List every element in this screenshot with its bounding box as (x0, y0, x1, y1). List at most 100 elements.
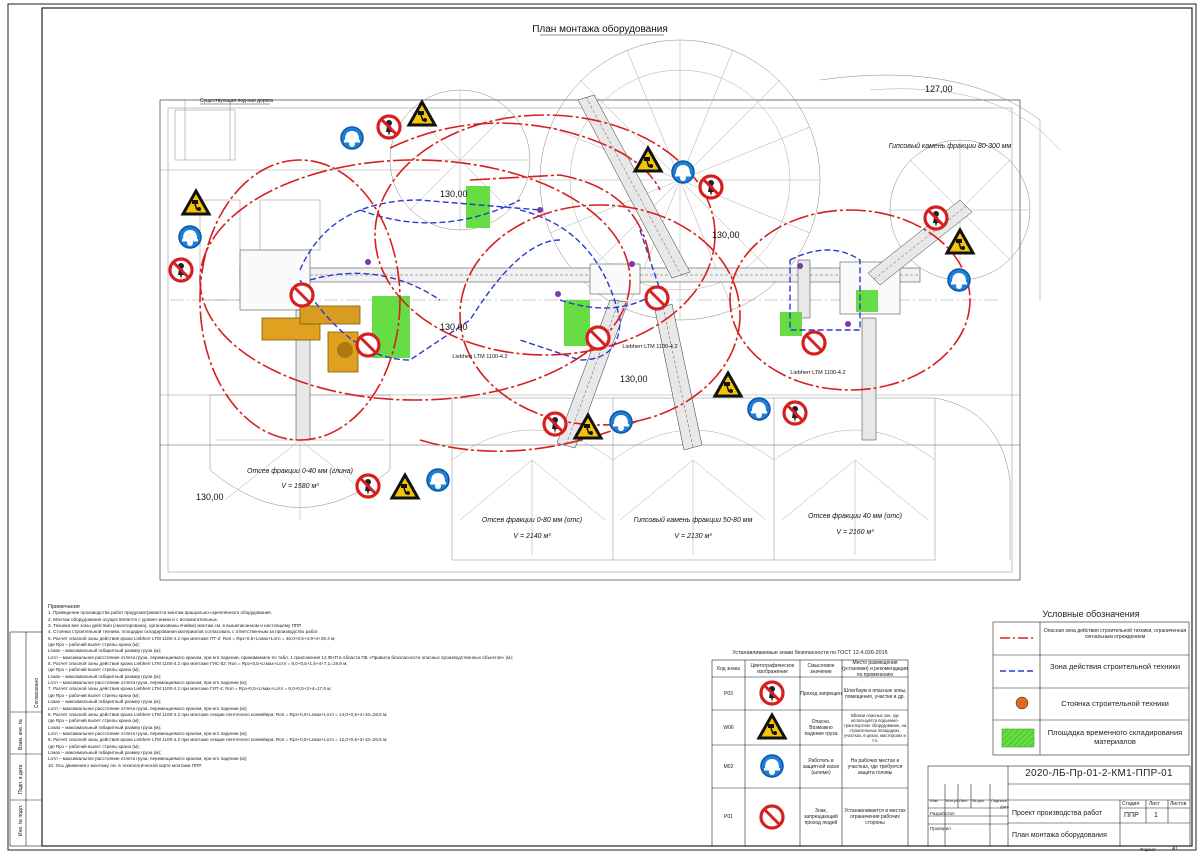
helmet-sign-icon (426, 468, 450, 492)
site-plan (159, 39, 1061, 581)
zone-volume: V = 2140 м³ (513, 533, 551, 540)
crane-label: Liebherr LTM 1100-4.2 (452, 354, 507, 360)
legend-box (992, 621, 1190, 756)
no-pedestrian-sign-icon (355, 473, 381, 499)
helmet-sign-icon (178, 225, 202, 249)
no-entry-sign-icon (585, 325, 611, 351)
sign-meaning: Проход запрещен (800, 690, 842, 697)
notes-block: Примечания 1. Приведение производства ра… (48, 604, 688, 769)
no-pedestrian-sign-icon (542, 411, 568, 437)
note-line: 10. Ось движения к монтажу см. в техноло… (48, 762, 202, 768)
note-line: где Rрз – рабочий вылет стрелы крана (м)… (48, 743, 140, 749)
note-line: Lгмах – максимальный габаритный размер г… (48, 699, 162, 705)
note-line: 9. Расчет опасной зоны действия крана Li… (48, 737, 388, 743)
warning-sign-icon (181, 189, 211, 216)
note-line: 5. Расчет опасной зоны действия крана Li… (48, 635, 336, 641)
signs-header: Цветографическое изображение (750, 662, 795, 675)
silo-upper-left (389, 89, 531, 231)
signs-header: Код знака (717, 665, 740, 672)
storage-symbol (1001, 728, 1035, 748)
legend-item-label: Зона действия строительной техники (1049, 662, 1181, 671)
helmet-sign-icon (747, 397, 771, 421)
helmet-sign-icon (947, 268, 971, 292)
note-line: 1. Приведение производства работ предусм… (48, 610, 272, 616)
title-block (927, 765, 1191, 847)
sign-meaning: Знак, запрещающий проход людей (804, 808, 838, 826)
zone-volume: V = 1580 м³ (281, 483, 319, 490)
note-line: где Rрз – рабочий вылет стрелы крана (м)… (48, 692, 140, 698)
sign-code: M02 (723, 763, 734, 770)
note-line: Lотл – максимальное расстояние отлета гр… (48, 680, 248, 686)
format-value: А1 (1172, 846, 1179, 852)
note-line: 6. Расчет опасной зоны действия крана Li… (48, 661, 348, 667)
note-line: Lгмах – максимальный габаритный размер г… (48, 749, 162, 755)
zone-volume: V = 2160 м³ (836, 529, 874, 536)
tb-col: Лист (959, 798, 968, 803)
helmet-sign-icon (671, 160, 695, 184)
helmet-sign-icon (340, 126, 364, 150)
elevation-mark: 127,00 (925, 84, 953, 94)
tb-col: Кол.уч (946, 798, 958, 803)
legend-symbols (1000, 637, 1035, 748)
note-line: 7. Расчет опасной зоны действия крана Li… (48, 686, 332, 692)
legend-item-label: Площадка временного складирования матери… (1047, 728, 1183, 746)
note-line: Lотл – максимальное расстояние отлета гр… (48, 654, 514, 660)
project-name: Проект производства работ (1012, 810, 1103, 817)
stamp-label: Согласовано (34, 678, 40, 708)
zone-label: Гипсовый камень фракции 50-80 мм (634, 516, 753, 524)
note-line: Lотл – максимальное расстояние отлета гр… (48, 756, 248, 762)
zone-label: Отсев фракции 0-80 мм (отс) (482, 517, 582, 524)
note-line: Lгмах – максимальный габаритный размер г… (48, 648, 162, 654)
zone-label: Гипсовый камень фракции 80-300 мм (889, 142, 1012, 150)
stage-value: ППР (1124, 812, 1139, 819)
crane-label: Liebherr LTM 1100-4.2 (790, 370, 845, 376)
no-entry-sign-icon (644, 285, 670, 311)
zone-volume: V = 2130 м³ (674, 533, 712, 540)
stamp-label: Инв. № подл. (18, 805, 24, 836)
warning-sign-icon (407, 100, 437, 127)
sign-place: Устанавливается в местах ограничения раб… (844, 808, 906, 826)
elevation-mark: 130,00 (196, 492, 224, 502)
sign-meaning: Работать в защитной каске (шлеме) (802, 757, 840, 776)
legend-item-label: Стоянка строительной техники (1061, 699, 1169, 708)
plan-title: План монтажа оборудования (532, 23, 668, 35)
note-line: Lотл – максимальное расстояние отлета гр… (48, 705, 248, 711)
sheet-label: Лист (1149, 801, 1160, 807)
main-conveyor (239, 249, 921, 315)
no-pedestrian-sign-icon (759, 680, 785, 706)
no-entry-sign-icon (355, 332, 381, 358)
sign-place: Вблизи опасных зон, где используется под… (843, 712, 907, 743)
side-stamps (9, 631, 43, 847)
no-pedestrian-sign-icon (782, 400, 808, 426)
note-line: 3. Техника вне зоны действия (смонтирова… (48, 623, 302, 629)
tb-col: Подпись (991, 798, 1007, 803)
note-line: 4. Стоянка строительной техники, площадк… (48, 629, 319, 635)
signs-table-icons (757, 680, 787, 830)
no-entry-sign-icon (289, 282, 315, 308)
note-line: Lгмах – максимальный габаритный размер г… (48, 673, 162, 679)
sheet-value: 1 (1154, 812, 1158, 819)
tb-col: Изм. (930, 798, 939, 803)
format-label: Формат (1140, 847, 1156, 852)
sign-meaning: Опасно. Возможно падение груза (804, 718, 838, 737)
helmet-sign-icon (760, 754, 784, 778)
tb-col: № док. (972, 798, 985, 803)
no-pedestrian-sign-icon (923, 205, 949, 231)
elevation-mark: 130,00 (440, 322, 468, 332)
note-line: 8. Расчет опасной зоны действия крана Li… (48, 711, 388, 717)
legend-title: Условные обозначения (1042, 609, 1140, 619)
warning-sign-icon (713, 371, 743, 398)
sign-code: P01 (724, 814, 733, 820)
crane-markers (365, 207, 851, 327)
notes-list: 1. Приведение производства работ предусм… (48, 610, 688, 769)
note-line: Lотл – максимальное расстояние отлета гр… (48, 730, 248, 736)
warning-sign-icon (390, 473, 420, 500)
note-line: где Rрз – рабочий вылет стрелы крана (м)… (48, 718, 140, 724)
road-label: Существующая под-ная дорога (200, 98, 273, 104)
crane-machine (261, 305, 361, 373)
tb-role: Разработал (930, 811, 955, 816)
note-line: где Rрз – рабочий вылет стрелы крана (м)… (48, 642, 140, 648)
signs-table (711, 659, 909, 847)
crane-label: Liebherr LTM 1100-4.2 (622, 344, 677, 350)
